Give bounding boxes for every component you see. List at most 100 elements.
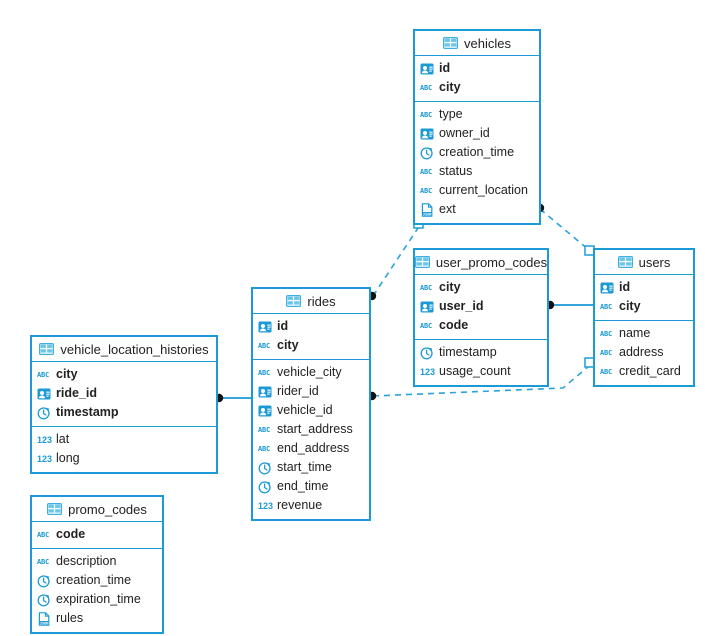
column-row[interactable]: timestamp xyxy=(415,343,547,362)
column-row[interactable]: rider_id xyxy=(253,382,369,401)
column-label: user_id xyxy=(439,299,484,314)
table-title: promo_codes xyxy=(68,501,147,517)
clock-icon xyxy=(258,461,272,475)
table-title: vehicles xyxy=(464,35,511,51)
column-row[interactable]: creation_time xyxy=(415,143,539,162)
table-header[interactable]: rides xyxy=(253,289,369,314)
clock-icon xyxy=(37,406,51,420)
123-icon: 123 xyxy=(37,434,53,445)
abc-icon: ABC xyxy=(420,186,433,195)
primary-key-row[interactable]: id xyxy=(415,59,539,78)
clock-icon xyxy=(37,593,51,607)
primary-key-row[interactable]: user_id xyxy=(415,297,547,316)
column-row[interactable]: start_time xyxy=(253,458,369,477)
edge-rides-vehicles xyxy=(372,227,419,297)
abc-icon: ABC xyxy=(258,425,271,434)
table-header[interactable]: vehicles xyxy=(415,31,539,56)
primary-key-row[interactable]: timestamp xyxy=(32,403,216,422)
column-row[interactable]: JSON ext xyxy=(415,200,539,219)
clock-icon xyxy=(37,574,51,588)
column-row[interactable]: creation_time xyxy=(32,571,162,590)
column-label: credit_card xyxy=(619,364,681,379)
edge-vehicles-users xyxy=(539,208,590,251)
column-label: status xyxy=(439,164,473,179)
123-icon: 123 xyxy=(37,453,53,464)
table-header[interactable]: vehicle_location_histories xyxy=(32,337,216,362)
table-icon xyxy=(39,343,55,355)
json-icon: JSON xyxy=(37,611,51,626)
column-label: id xyxy=(619,280,631,295)
column-label: ext xyxy=(439,202,456,217)
abc-icon: ABC xyxy=(420,83,433,92)
column-label: rider_id xyxy=(277,384,319,399)
table-header[interactable]: users xyxy=(595,250,693,275)
id-card-icon xyxy=(258,404,272,418)
abc-icon: ABC xyxy=(258,368,271,377)
column-row[interactable]: vehicle_id xyxy=(253,401,369,420)
column-label: start_time xyxy=(277,460,332,475)
table-icon xyxy=(286,295,302,307)
column-label: usage_count xyxy=(439,364,511,379)
primary-key-row[interactable]: id xyxy=(253,317,369,336)
column-row[interactable]: end_time xyxy=(253,477,369,496)
abc-icon: ABC xyxy=(258,341,271,350)
table-header[interactable]: promo_codes xyxy=(32,497,162,522)
column-row[interactable]: owner_id xyxy=(415,124,539,143)
abc-icon: ABC xyxy=(258,444,271,453)
primary-key-row[interactable]: ride_id xyxy=(32,384,216,403)
column-label: description xyxy=(56,554,117,569)
table-header[interactable]: user_promo_codes xyxy=(414,250,547,275)
column-row[interactable]: expiration_time xyxy=(32,590,162,609)
column-label: long xyxy=(56,451,80,466)
column-label: city xyxy=(277,338,299,353)
primary-key-row[interactable]: ABC city xyxy=(253,336,369,355)
table-title: users xyxy=(638,254,671,270)
abc-icon: ABC xyxy=(600,348,613,357)
table-icon xyxy=(414,256,430,268)
primary-key-row[interactable]: id xyxy=(595,278,693,297)
svg-text:JSON: JSON xyxy=(423,212,432,216)
column-label: expiration_time xyxy=(56,592,141,607)
column-label: end_time xyxy=(277,479,329,494)
table-title: rides xyxy=(307,293,336,309)
abc-icon: ABC xyxy=(420,283,433,292)
123-icon: 123 xyxy=(258,500,274,511)
column-label: timestamp xyxy=(439,345,497,360)
id-card-icon xyxy=(420,62,434,76)
